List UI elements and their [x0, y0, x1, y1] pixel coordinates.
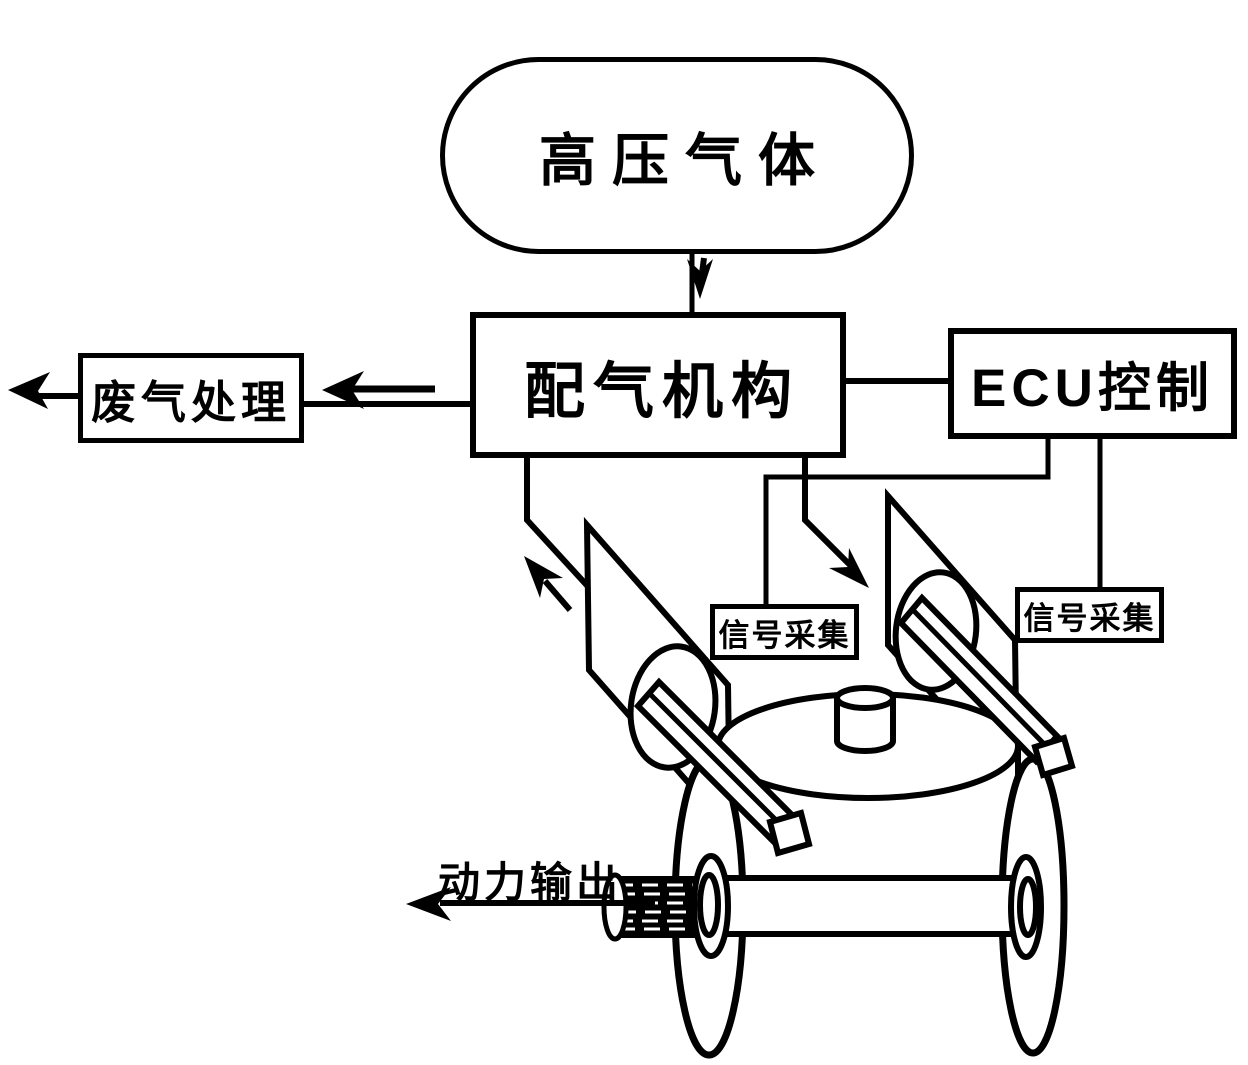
connector-ecu-to-signal-left [763, 439, 1051, 604]
node-gas-source-label: 高压气体 [539, 128, 831, 193]
node-ecu-control-label: ECU控制 [971, 358, 1214, 418]
node-signal-right-label: 信号采集 [1023, 600, 1156, 636]
drum-top-port [834, 685, 896, 754]
down-arrow-icon [687, 259, 713, 299]
left-arrow-icon [322, 371, 364, 409]
power-output-arrow [406, 887, 655, 921]
node-exhaust-treatment: 废气处理 [78, 353, 304, 443]
output-coupling [601, 872, 708, 942]
node-signal-acquisition-right: 信号采集 [1015, 587, 1164, 643]
right-rod-end-cap [1031, 734, 1076, 779]
node-valve-mechanism: 配气机构 [470, 312, 846, 458]
engine-illustration [406, 488, 1076, 1059]
node-gas-source: 高压气体 [440, 57, 914, 254]
crankshaft-axle [703, 875, 1025, 937]
node-exhaust-treatment-label: 废气处理 [90, 376, 291, 428]
node-signal-acquisition-left: 信号采集 [710, 604, 859, 660]
exhaust-flow-arrow [524, 556, 573, 612]
down-right-flow-arrow-icon [829, 548, 869, 588]
left-valve-rod [633, 677, 813, 857]
up-left-flow-arrow-icon [524, 556, 563, 598]
right-valve-rod [896, 593, 1076, 779]
left-hub [691, 853, 731, 959]
connector-gas-to-valve [687, 253, 713, 312]
right-hub [1008, 854, 1044, 960]
left-rod-end-cap [766, 809, 813, 857]
power-output-label: 动力输出 [438, 859, 623, 906]
intake-pipe-line [802, 457, 869, 588]
node-signal-left-label: 信号采集 [718, 617, 851, 653]
node-ecu-control: ECU控制 [948, 328, 1237, 439]
left-arrow-icon [406, 887, 451, 921]
connector-valve-to-exhaust [303, 371, 470, 409]
connector-exhaust-out [8, 372, 78, 409]
left-arrow-icon [8, 372, 50, 409]
node-valve-mechanism-label: 配气机构 [523, 356, 800, 425]
